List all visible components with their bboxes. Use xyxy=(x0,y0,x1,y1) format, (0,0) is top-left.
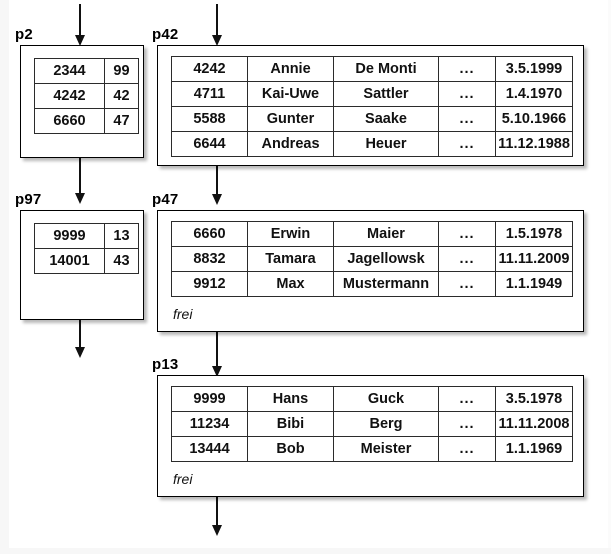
table-row[interactable]: 6660 Erwin Maier ... 1.5.1978 xyxy=(171,221,573,247)
cell-date: 1.1.1949 xyxy=(495,271,573,297)
cell-lastname: Maier xyxy=(333,221,439,247)
table-row[interactable]: 6660 47 xyxy=(34,108,139,134)
cell-more: ... xyxy=(438,56,496,82)
cell-more: ... xyxy=(438,386,496,412)
cell-lastname: De Monti xyxy=(333,56,439,82)
cell-key: 4242 xyxy=(34,83,105,109)
cell-date: 1.4.1970 xyxy=(495,81,573,107)
cell-firstname: Bibi xyxy=(247,411,334,437)
table-row[interactable]: 4242 Annie De Monti ... 3.5.1999 xyxy=(171,56,573,82)
cell-lastname: Guck xyxy=(333,386,439,412)
cell-firstname: Andreas xyxy=(247,131,334,157)
table-row[interactable]: 14001 43 xyxy=(34,248,139,274)
table-row[interactable]: 13444 Bob Meister ... 1.1.1969 xyxy=(171,436,573,462)
cell-firstname: Bob xyxy=(247,436,334,462)
data-table-p42: 4242 Annie De Monti ... 3.5.1999 4711 Ka… xyxy=(171,56,573,157)
node-label-p2: p2 xyxy=(15,26,33,43)
cell-lastname: Saake xyxy=(333,106,439,132)
cell-id: 9912 xyxy=(171,271,248,297)
cell-more: ... xyxy=(438,271,496,297)
node-label-p42: p42 xyxy=(152,26,179,43)
cell-key: 2344 xyxy=(34,58,105,84)
node-label-p47: p47 xyxy=(152,191,179,208)
cell-more: ... xyxy=(438,106,496,132)
cell-date: 11.12.1988 xyxy=(495,131,573,157)
table-row[interactable]: 4242 42 xyxy=(34,83,139,109)
table-row[interactable]: 5588 Gunter Saake ... 5.10.1966 xyxy=(171,106,573,132)
table-row[interactable]: 9912 Max Mustermann ... 1.1.1949 xyxy=(171,271,573,297)
cell-id: 13444 xyxy=(171,436,248,462)
data-table-p13: 9999 Hans Guck ... 3.5.1978 11234 Bibi B… xyxy=(171,386,573,462)
cell-lastname: Mustermann xyxy=(333,271,439,297)
data-table-p47: 6660 Erwin Maier ... 1.5.1978 8832 Tamar… xyxy=(171,221,573,297)
index-table-p97: 9999 13 14001 43 xyxy=(34,223,139,274)
cell-date: 3.5.1978 xyxy=(495,386,573,412)
frame-left-band xyxy=(0,0,9,554)
cell-key: 6660 xyxy=(34,108,105,134)
cell-firstname: Hans xyxy=(247,386,334,412)
cell-lastname: Meister xyxy=(333,436,439,462)
cell-id: 6660 xyxy=(171,221,248,247)
cell-date: 5.10.1966 xyxy=(495,106,573,132)
index-table-p2: 2344 99 4242 42 6660 47 xyxy=(34,58,139,134)
cell-more: ... xyxy=(438,411,496,437)
cell-pointer: 42 xyxy=(104,83,139,109)
cell-more: ... xyxy=(438,81,496,107)
table-row[interactable]: 9999 Hans Guck ... 3.5.1978 xyxy=(171,386,573,412)
cell-id: 4711 xyxy=(171,81,248,107)
node-label-p97: p97 xyxy=(15,191,42,208)
cell-id: 11234 xyxy=(171,411,248,437)
cell-more: ... xyxy=(438,246,496,272)
cell-date: 11.11.2009 xyxy=(495,246,573,272)
cell-id: 6644 xyxy=(171,131,248,157)
cell-id: 9999 xyxy=(171,386,248,412)
node-box-p13[interactable]: 9999 Hans Guck ... 3.5.1978 11234 Bibi B… xyxy=(157,375,584,497)
cell-date: 3.5.1999 xyxy=(495,56,573,82)
table-row[interactable]: 2344 99 xyxy=(34,58,139,84)
cell-lastname: Heuer xyxy=(333,131,439,157)
frame-bottom-band xyxy=(0,548,611,554)
table-row[interactable]: 11234 Bibi Berg ... 11.11.2008 xyxy=(171,411,573,437)
cell-pointer: 43 xyxy=(104,248,139,274)
free-space-label-p47: frei xyxy=(173,306,193,322)
cell-lastname: Jagellowsk xyxy=(333,246,439,272)
node-box-p42[interactable]: 4242 Annie De Monti ... 3.5.1999 4711 Ka… xyxy=(157,45,584,166)
node-box-p2[interactable]: 2344 99 4242 42 6660 47 xyxy=(20,45,144,158)
cell-firstname: Kai-Uwe xyxy=(247,81,334,107)
table-row[interactable]: 9999 13 xyxy=(34,223,139,249)
node-box-p97[interactable]: 9999 13 14001 43 xyxy=(20,210,144,320)
cell-date: 1.1.1969 xyxy=(495,436,573,462)
node-box-p47[interactable]: 6660 Erwin Maier ... 1.5.1978 8832 Tamar… xyxy=(157,210,584,332)
node-label-p13: p13 xyxy=(152,356,179,373)
table-row[interactable]: 6644 Andreas Heuer ... 11.12.1988 xyxy=(171,131,573,157)
cell-date: 11.11.2008 xyxy=(495,411,573,437)
cell-pointer: 99 xyxy=(104,58,139,84)
cell-pointer: 13 xyxy=(104,223,139,249)
cell-firstname: Erwin xyxy=(247,221,334,247)
cell-lastname: Berg xyxy=(333,411,439,437)
table-row[interactable]: 8832 Tamara Jagellowsk ... 11.11.2009 xyxy=(171,246,573,272)
cell-more: ... xyxy=(438,436,496,462)
cell-firstname: Max xyxy=(247,271,334,297)
cell-firstname: Gunter xyxy=(247,106,334,132)
cell-id: 4242 xyxy=(171,56,248,82)
cell-firstname: Annie xyxy=(247,56,334,82)
cell-id: 8832 xyxy=(171,246,248,272)
cell-lastname: Sattler xyxy=(333,81,439,107)
cell-id: 5588 xyxy=(171,106,248,132)
cell-key: 14001 xyxy=(34,248,105,274)
cell-date: 1.5.1978 xyxy=(495,221,573,247)
frame-right-band xyxy=(608,0,611,554)
cell-key: 9999 xyxy=(34,223,105,249)
cell-firstname: Tamara xyxy=(247,246,334,272)
free-space-label-p13: frei xyxy=(173,471,193,487)
cell-more: ... xyxy=(438,131,496,157)
cell-pointer: 47 xyxy=(104,108,139,134)
table-row[interactable]: 4711 Kai-Uwe Sattler ... 1.4.1970 xyxy=(171,81,573,107)
cell-more: ... xyxy=(438,221,496,247)
